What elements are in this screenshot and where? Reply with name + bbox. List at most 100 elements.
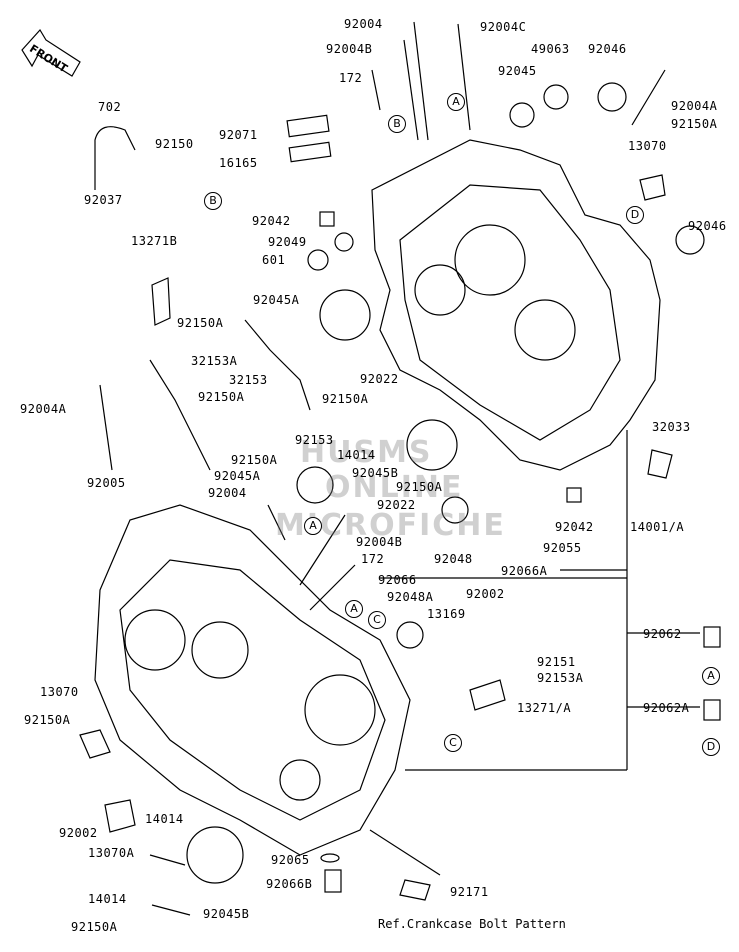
upper-cylinder-bore-1: [454, 224, 526, 296]
upper-crankcase-inner: [399, 184, 621, 441]
label-92037: 92037: [84, 193, 123, 207]
plug-92062a: [703, 699, 721, 721]
lower-bore-2: [191, 621, 249, 679]
label-92049: 92049: [268, 235, 307, 249]
bearing-92049: [334, 232, 354, 252]
callout-b-top: B: [388, 115, 406, 133]
clip-92171: [399, 879, 431, 901]
label-92004b-mid: 92004B: [356, 535, 403, 549]
callout-a-top: A: [447, 93, 465, 111]
lower-bore-3: [304, 674, 376, 746]
label-92066b: 92066B: [266, 877, 313, 891]
upper-cylinder-bore-3: [414, 264, 466, 316]
label-32153a: 32153A: [191, 354, 238, 368]
bearing-92045b-mid: [406, 419, 458, 471]
lower-crankcase-outline: [94, 504, 411, 856]
label-92022-top: 92022: [360, 372, 399, 386]
label-13070a: 13070A: [88, 846, 135, 860]
label-92150a-bot: 92150A: [71, 920, 118, 934]
callout-d-bottom: D: [702, 738, 720, 756]
callout-c-bottom: C: [444, 734, 462, 752]
leader-ref: [369, 829, 441, 876]
plate-13271a: [469, 679, 506, 711]
seal-92048: [441, 496, 469, 524]
callout-c-lower: C: [368, 611, 386, 629]
lower-crankcase-inner: [119, 559, 386, 821]
label-92055: 92055: [543, 541, 582, 555]
bearing-92046-right: [675, 225, 705, 255]
plate-13070-l: [79, 729, 111, 759]
hose-702: [94, 126, 136, 190]
washer-92065: [320, 853, 340, 863]
label-32033: 32033: [652, 420, 691, 434]
label-172-top: 172: [339, 71, 363, 85]
label-92150a-l2: 92150A: [198, 390, 245, 404]
upper-cylinder-bore-2: [514, 299, 576, 361]
label-92150a-l3: 92150A: [231, 453, 278, 467]
label-92045a-mid: 92045A: [214, 469, 261, 483]
label-92042-r: 92042: [555, 520, 594, 534]
label-92065: 92065: [271, 853, 310, 867]
label-92150a-l1: 92150A: [177, 316, 224, 330]
label-92153a: 92153A: [537, 671, 584, 685]
pipe-32153: [244, 319, 311, 411]
watermark-line2: ONLINE: [325, 470, 464, 505]
plug-92066b: [324, 869, 342, 893]
label-92150: 92150: [155, 137, 194, 151]
label-92151: 92151: [537, 655, 576, 669]
plate-13070a: [104, 799, 136, 833]
callout-b-left: B: [204, 192, 222, 210]
label-172-mid: 172: [361, 552, 385, 566]
gasket-16165: [288, 141, 332, 163]
label-13070-l: 13070: [40, 685, 79, 699]
label-92062a: 92062A: [643, 701, 690, 715]
label-92005: 92005: [87, 476, 126, 490]
label-92045a-top: 92045A: [253, 293, 300, 307]
label-92002-top: 92002: [466, 587, 505, 601]
label-13271a: 13271/A: [517, 701, 572, 715]
label-92004c: 92004C: [480, 20, 527, 34]
label-92045b-mid: 92045B: [352, 466, 399, 480]
label-16165: 16165: [219, 156, 258, 170]
collar-92042-r: [566, 487, 582, 503]
label-14001a: 14001/A: [630, 520, 685, 534]
plate-13070-tr: [639, 174, 666, 201]
stud-172-mid: [309, 564, 356, 611]
label-92004-mid: 92004: [208, 486, 247, 500]
bearing-92045a-mid: [296, 466, 334, 504]
plate-13271b: [151, 277, 171, 326]
label-92002-bot: 92002: [59, 826, 98, 840]
label-14014-mid: 14014: [337, 448, 376, 462]
label-92150a-tr: 92150A: [671, 117, 718, 131]
stud-92004b: [403, 39, 419, 141]
label-92150a-mid: 92150A: [322, 392, 369, 406]
label-92066a: 92066A: [501, 564, 548, 578]
callout-a-lower: A: [345, 600, 363, 618]
bearing-92045a-top: [319, 289, 371, 341]
label-92004-top: 92004: [344, 17, 383, 31]
plug-92062: [703, 626, 721, 648]
label-92066: 92066: [378, 573, 417, 587]
label-601: 601: [262, 253, 286, 267]
label-92022-mid: 92022: [377, 498, 416, 512]
pipe-32153a: [149, 359, 211, 471]
plug-32033: [647, 449, 673, 479]
bearing-92045-top: [509, 102, 535, 128]
seal-92048a: [396, 621, 424, 649]
stud-92004-mid: [267, 504, 286, 541]
label-92153: 92153: [295, 433, 334, 447]
label-49063: 49063: [531, 42, 570, 56]
label-13271b: 13271B: [131, 234, 178, 248]
gasket-92071: [286, 114, 330, 138]
callout-a-right: A: [702, 667, 720, 685]
label-92062: 92062: [643, 627, 682, 641]
label-92048a: 92048A: [387, 590, 434, 604]
stud-92004a-l: [99, 384, 113, 471]
label-702: 702: [98, 100, 122, 114]
label-92150a-bl: 92150A: [24, 713, 71, 727]
label-13169: 13169: [427, 607, 466, 621]
plate-14014-1: [149, 854, 186, 866]
collar-92042-l: [319, 211, 335, 227]
lower-bore-1: [124, 609, 186, 671]
front-arrow: [21, 28, 81, 77]
